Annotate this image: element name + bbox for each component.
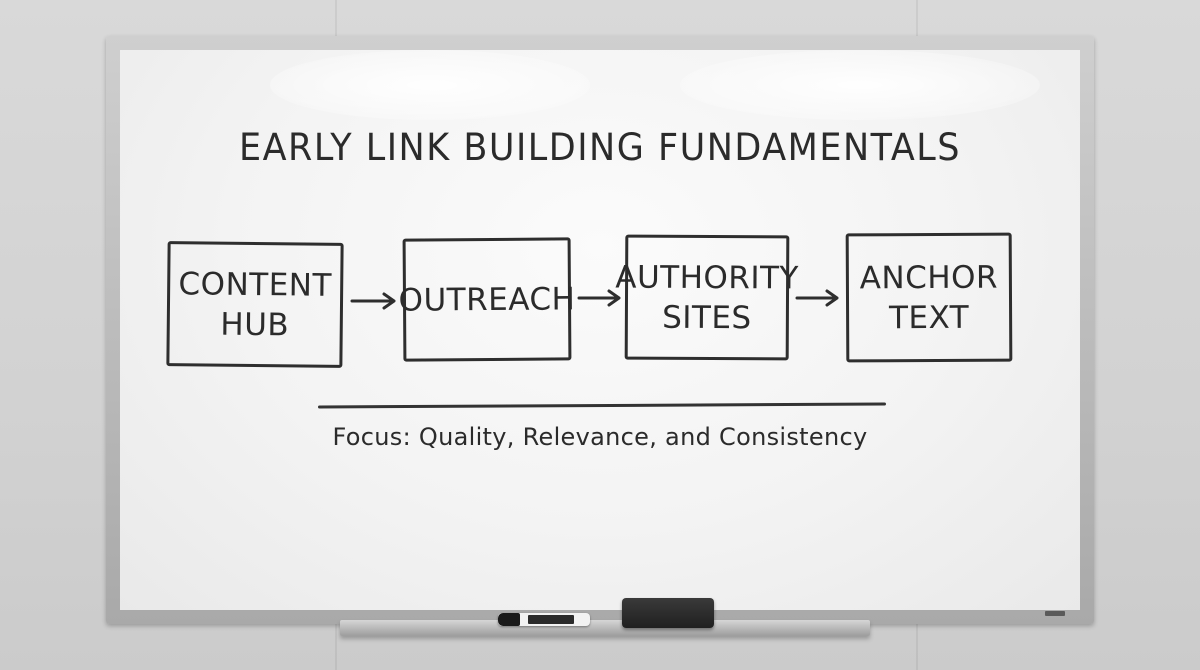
divider-line [317, 402, 887, 409]
marker-label-band [528, 615, 574, 624]
marker-tray [340, 620, 870, 636]
step-outreach: OUTREACH [398, 237, 576, 362]
whiteboard-surface: EARLY LINK BUILDING FUNDAMENTALS CONTENT… [120, 50, 1080, 610]
step-content-hub: CONTENT HUB [166, 241, 344, 368]
step-authority-sites: AUTHORITY SITES [615, 234, 799, 361]
light-glare [270, 50, 590, 120]
light-glare [680, 50, 1040, 120]
right-arrow-icon [795, 289, 839, 307]
right-arrow-icon [350, 292, 396, 310]
step-anchor-text: ANCHOR TEXT [845, 232, 1013, 363]
eraser-icon[interactable] [622, 598, 714, 628]
focus-statement: Focus: Quality, Relevance, and Consisten… [332, 423, 868, 451]
right-arrow-icon [577, 289, 621, 307]
board-title: EARLY LINK BUILDING FUNDAMENTALS [239, 126, 961, 170]
frame-label-tag [1045, 611, 1065, 616]
marker-cap [498, 613, 520, 626]
